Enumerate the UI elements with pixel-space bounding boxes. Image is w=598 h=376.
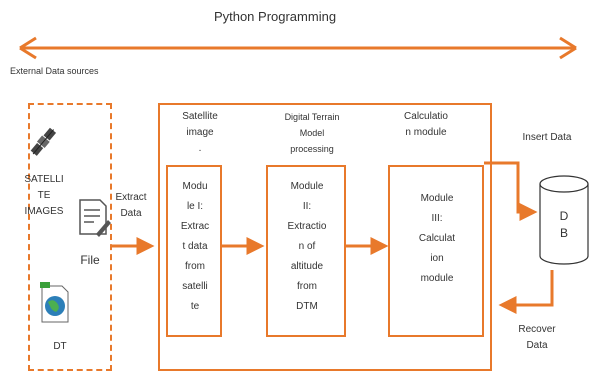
header-calculation-module: Calculatio n module [404,111,448,138]
module-1-text: Modu le I: Extrac t data from satelli te [180,181,210,312]
external-sources-box [28,103,112,371]
database-cylinder [539,175,589,265]
module-1-box: Modu le I: Extrac t data from satelli te [166,165,222,337]
module-2-box: Module II: Extractio n of altitude from … [266,165,346,337]
header-satellite-image: Satellite image . [182,111,218,154]
db-label: D B [559,209,569,240]
module-3-box: Module III: Calculat ion module [388,165,484,337]
recover-arrow [498,270,554,314]
dt-label: DT [53,341,67,352]
file-label: File [80,253,100,267]
module-2-text: Module II: Extractio n of altitude from … [287,181,327,312]
processing-box [158,103,492,371]
insert-arrow [484,161,538,221]
recover-data-label: Recover Data [518,324,556,351]
insert-data-label: Insert Data [522,132,572,143]
external-sources-label: External Data sources [10,66,99,76]
left-arrowhead [19,36,37,60]
header-dtm-processing: Digital Terrain Model processing [284,112,340,154]
satellite-images-label: SATELLI TE IMAGES [24,174,64,217]
right-arrowhead [559,36,577,60]
module-3-text: Module III: Calculat ion module [418,193,456,284]
extract-data-label: Extract Data [115,192,147,219]
diagram-title: Python Programming [213,9,337,24]
